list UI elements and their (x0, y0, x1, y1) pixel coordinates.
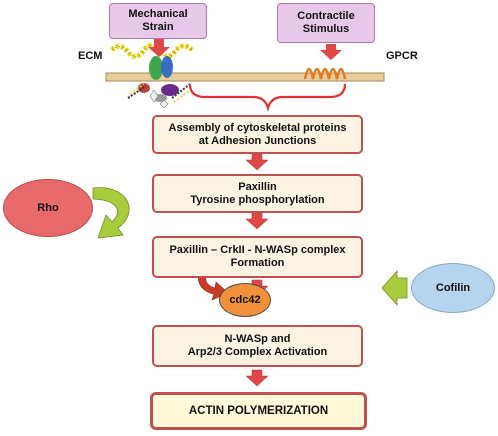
rho-label: Rho (37, 202, 59, 214)
rho-oval: Rho (3, 179, 93, 237)
flow-arrow (245, 369, 269, 387)
step-text: Arp2/3 Complex Activation (187, 346, 328, 358)
ecm-label: ECM (78, 50, 103, 62)
step-paxillin-phosphorylation-box: Paxillin Tyrosine phosphorylation (152, 174, 363, 213)
contractile-stimulus-box: Contractile Stimulus (277, 3, 375, 43)
cell-membrane (105, 72, 385, 82)
rho-curved-arrow (92, 187, 130, 239)
mechanical-strain-line1: Mechanical (128, 8, 188, 20)
mechanical-strain-line2: Strain (142, 21, 174, 33)
step-text: Formation (230, 257, 285, 269)
contractile-stimulus-line1: Contractile (297, 10, 355, 22)
membrane-brace (188, 83, 347, 113)
final-step-text: ACTIN POLYMERIZATION (188, 404, 329, 417)
cdc42-oval: cdc42 (219, 283, 271, 317)
actin-filament (127, 83, 191, 99)
contractile-arrow (320, 44, 342, 60)
cofilin-label: Cofilin (435, 282, 471, 294)
actin-polymerization-box: ACTIN POLYMERIZATION (150, 392, 367, 430)
step-text: N-WASp and (224, 333, 291, 345)
step-assembly-box: Assembly of cytoskeletal proteins at Adh… (152, 115, 363, 154)
step-arp23-activation-box: N-WASp and Arp2/3 Complex Activation (152, 325, 363, 367)
step-text: Paxillin – CrkII - N-WASp complex (169, 244, 346, 256)
step-complex-formation-box: Paxillin – CrkII - N-WASp complex Format… (152, 236, 363, 278)
cdc42-label: cdc42 (229, 294, 261, 306)
flow-arrow (245, 153, 269, 171)
step-text: Assembly of cytoskeletal proteins (168, 121, 347, 134)
mechanical-arrow (148, 39, 170, 57)
flow-arrow (245, 212, 269, 230)
integrin-complex (138, 56, 179, 109)
cofilin-arrow (381, 269, 408, 307)
step-text: Paxillin (238, 180, 277, 193)
gpcr-receptor (303, 67, 347, 80)
gpcr-label: GPCR (386, 50, 418, 62)
step-text: Tyrosine phosphorylation (190, 193, 325, 206)
contractile-stimulus-line2: Stimulus (302, 23, 350, 35)
mechanical-strain-box: Mechanical Strain (109, 3, 207, 39)
cofilin-oval: Cofilin (411, 263, 495, 313)
step-text: at Adhesion Junctions (198, 134, 317, 147)
